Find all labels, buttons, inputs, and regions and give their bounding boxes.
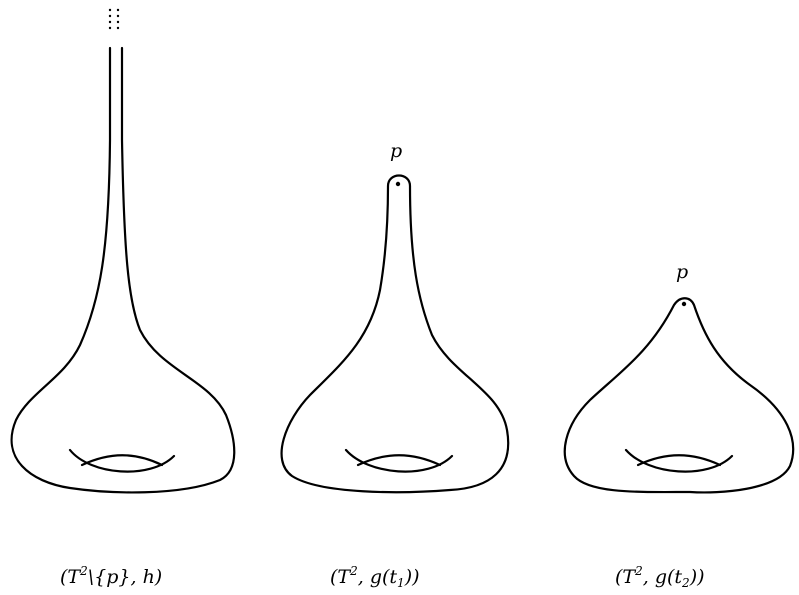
t2-caption: (T2, g(t2))	[615, 564, 705, 590]
t2-hole-upper-arc	[624, 448, 734, 473]
t1-point-p-dot	[395, 181, 401, 187]
t2-point-p-dot	[681, 301, 687, 307]
t1-point-label: p	[390, 140, 402, 162]
panel-t2: p (T2, g(t2))	[563, 261, 795, 590]
panel-t1: p (T2, g(t1))	[280, 140, 510, 590]
t2-hole-lower-arc	[636, 454, 722, 467]
cusp-torus-outline	[10, 46, 236, 494]
cusp-caption: (T2\{p}, h)	[60, 564, 162, 588]
t1-hole-upper-arc	[344, 448, 454, 473]
panel-cusp: (T2\{p}, h)	[10, 8, 236, 588]
cusp-hole-lower-arc	[80, 454, 164, 467]
t2-point-label: p	[676, 261, 688, 283]
t2-torus-outline	[563, 297, 795, 494]
cusp-dots	[108, 8, 120, 30]
t1-caption: (T2, g(t1))	[330, 564, 420, 590]
t1-hole-lower-arc	[356, 454, 442, 467]
cusp-hole-upper-arc	[68, 448, 176, 473]
t1-torus-outline	[280, 174, 510, 494]
